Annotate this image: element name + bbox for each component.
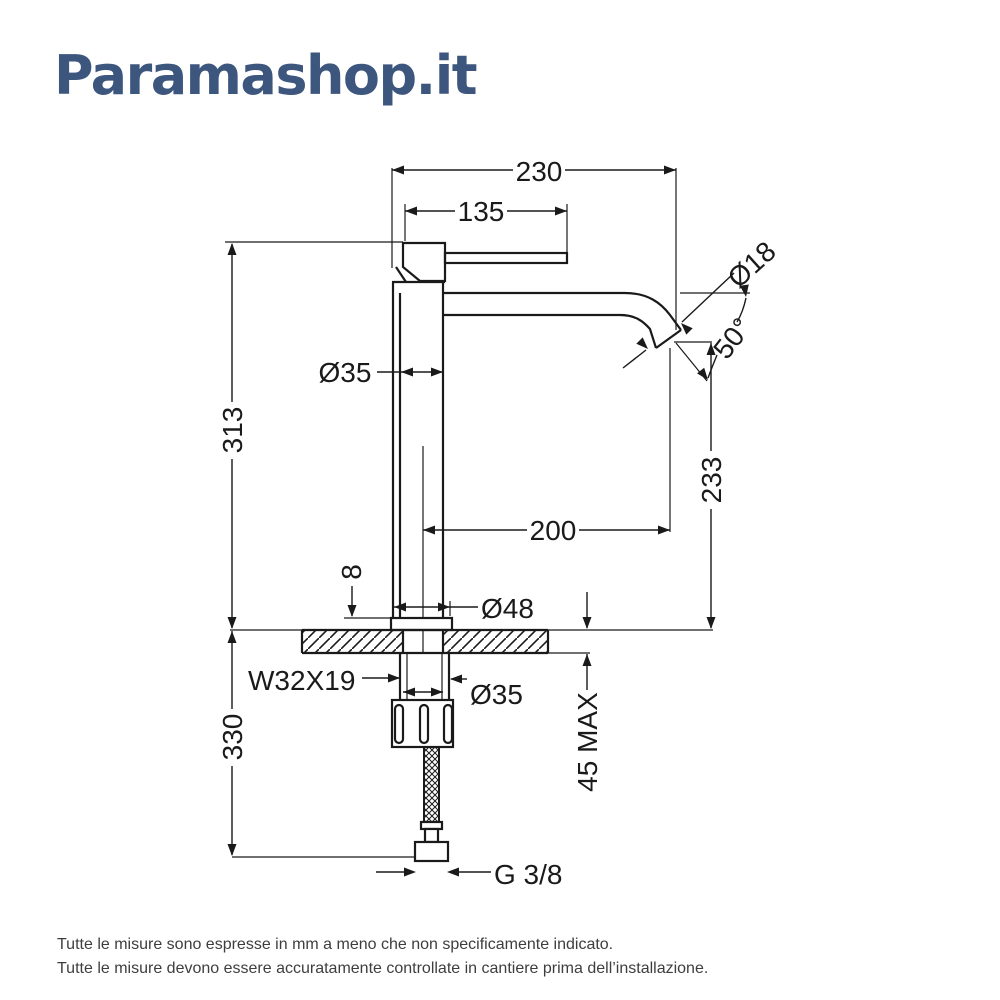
arrowheads: [227, 165, 749, 877]
hose-end-nut: [413, 840, 450, 863]
flexible-hose: [423, 746, 440, 824]
hose-neck: [423, 827, 440, 844]
dimension-lines: [231, 169, 747, 873]
dim-spout-diameter: Ø18: [722, 235, 782, 293]
cartridge-block: [401, 241, 447, 283]
handle-lever: [443, 251, 569, 265]
faucet-outline: [389, 241, 682, 632]
footer-note-check: Tutte le misure devono essere accuratame…: [57, 960, 709, 977]
dim-height-above-deck: 313: [217, 407, 248, 454]
dim-base-plate-diameter: Ø48: [481, 593, 534, 624]
footer-notes: Tutte le misure sono espresse in mm a me…: [57, 933, 708, 981]
nut-slot: [442, 703, 454, 745]
deck-hole: [401, 630, 445, 653]
dim-shank-thread: W32X19: [248, 665, 355, 696]
dim-handle-length: 135: [458, 196, 505, 227]
dim-deck-thickness-max: 45 MAX: [572, 692, 603, 792]
dim-overall-depth: 230: [516, 156, 563, 187]
deck-hatch-right: [443, 630, 548, 653]
nut-slot: [393, 703, 405, 745]
nut-slot: [418, 703, 430, 745]
counter-deck: [300, 628, 550, 655]
dim-spout-outlet-height: 233: [696, 457, 727, 504]
base-plate: [389, 616, 454, 632]
dim-below-deck-length: 330: [217, 714, 248, 761]
threaded-shank: [398, 653, 451, 700]
under-counter-parts: [390, 653, 455, 863]
footer-note-units: Tutte le misure sono espresse in mm a me…: [57, 936, 614, 953]
text-gaps: [218, 157, 725, 766]
dim-shank-diameter: Ø35: [470, 679, 523, 710]
dim-spout-angle: 50°: [707, 312, 757, 364]
spout-outlet-face: [655, 329, 682, 349]
dim-base-plate-height: 8: [336, 564, 367, 580]
dim-body-diameter: Ø35: [319, 357, 372, 388]
spout-bottom-edge: [443, 313, 658, 349]
dimension-labels: 230 135 Ø35 313 233 200 8 Ø48 W32X19 Ø35…: [217, 156, 782, 890]
spout-top-edge: [443, 291, 682, 331]
extension-lines: [225, 168, 750, 858]
dim-hose-connection: G 3/8: [494, 859, 562, 890]
lever-tip: [395, 266, 407, 283]
dim-spout-reach: 200: [530, 515, 577, 546]
deck-hatch-left: [302, 630, 402, 653]
site-logo: Paramashop.it: [54, 44, 478, 107]
